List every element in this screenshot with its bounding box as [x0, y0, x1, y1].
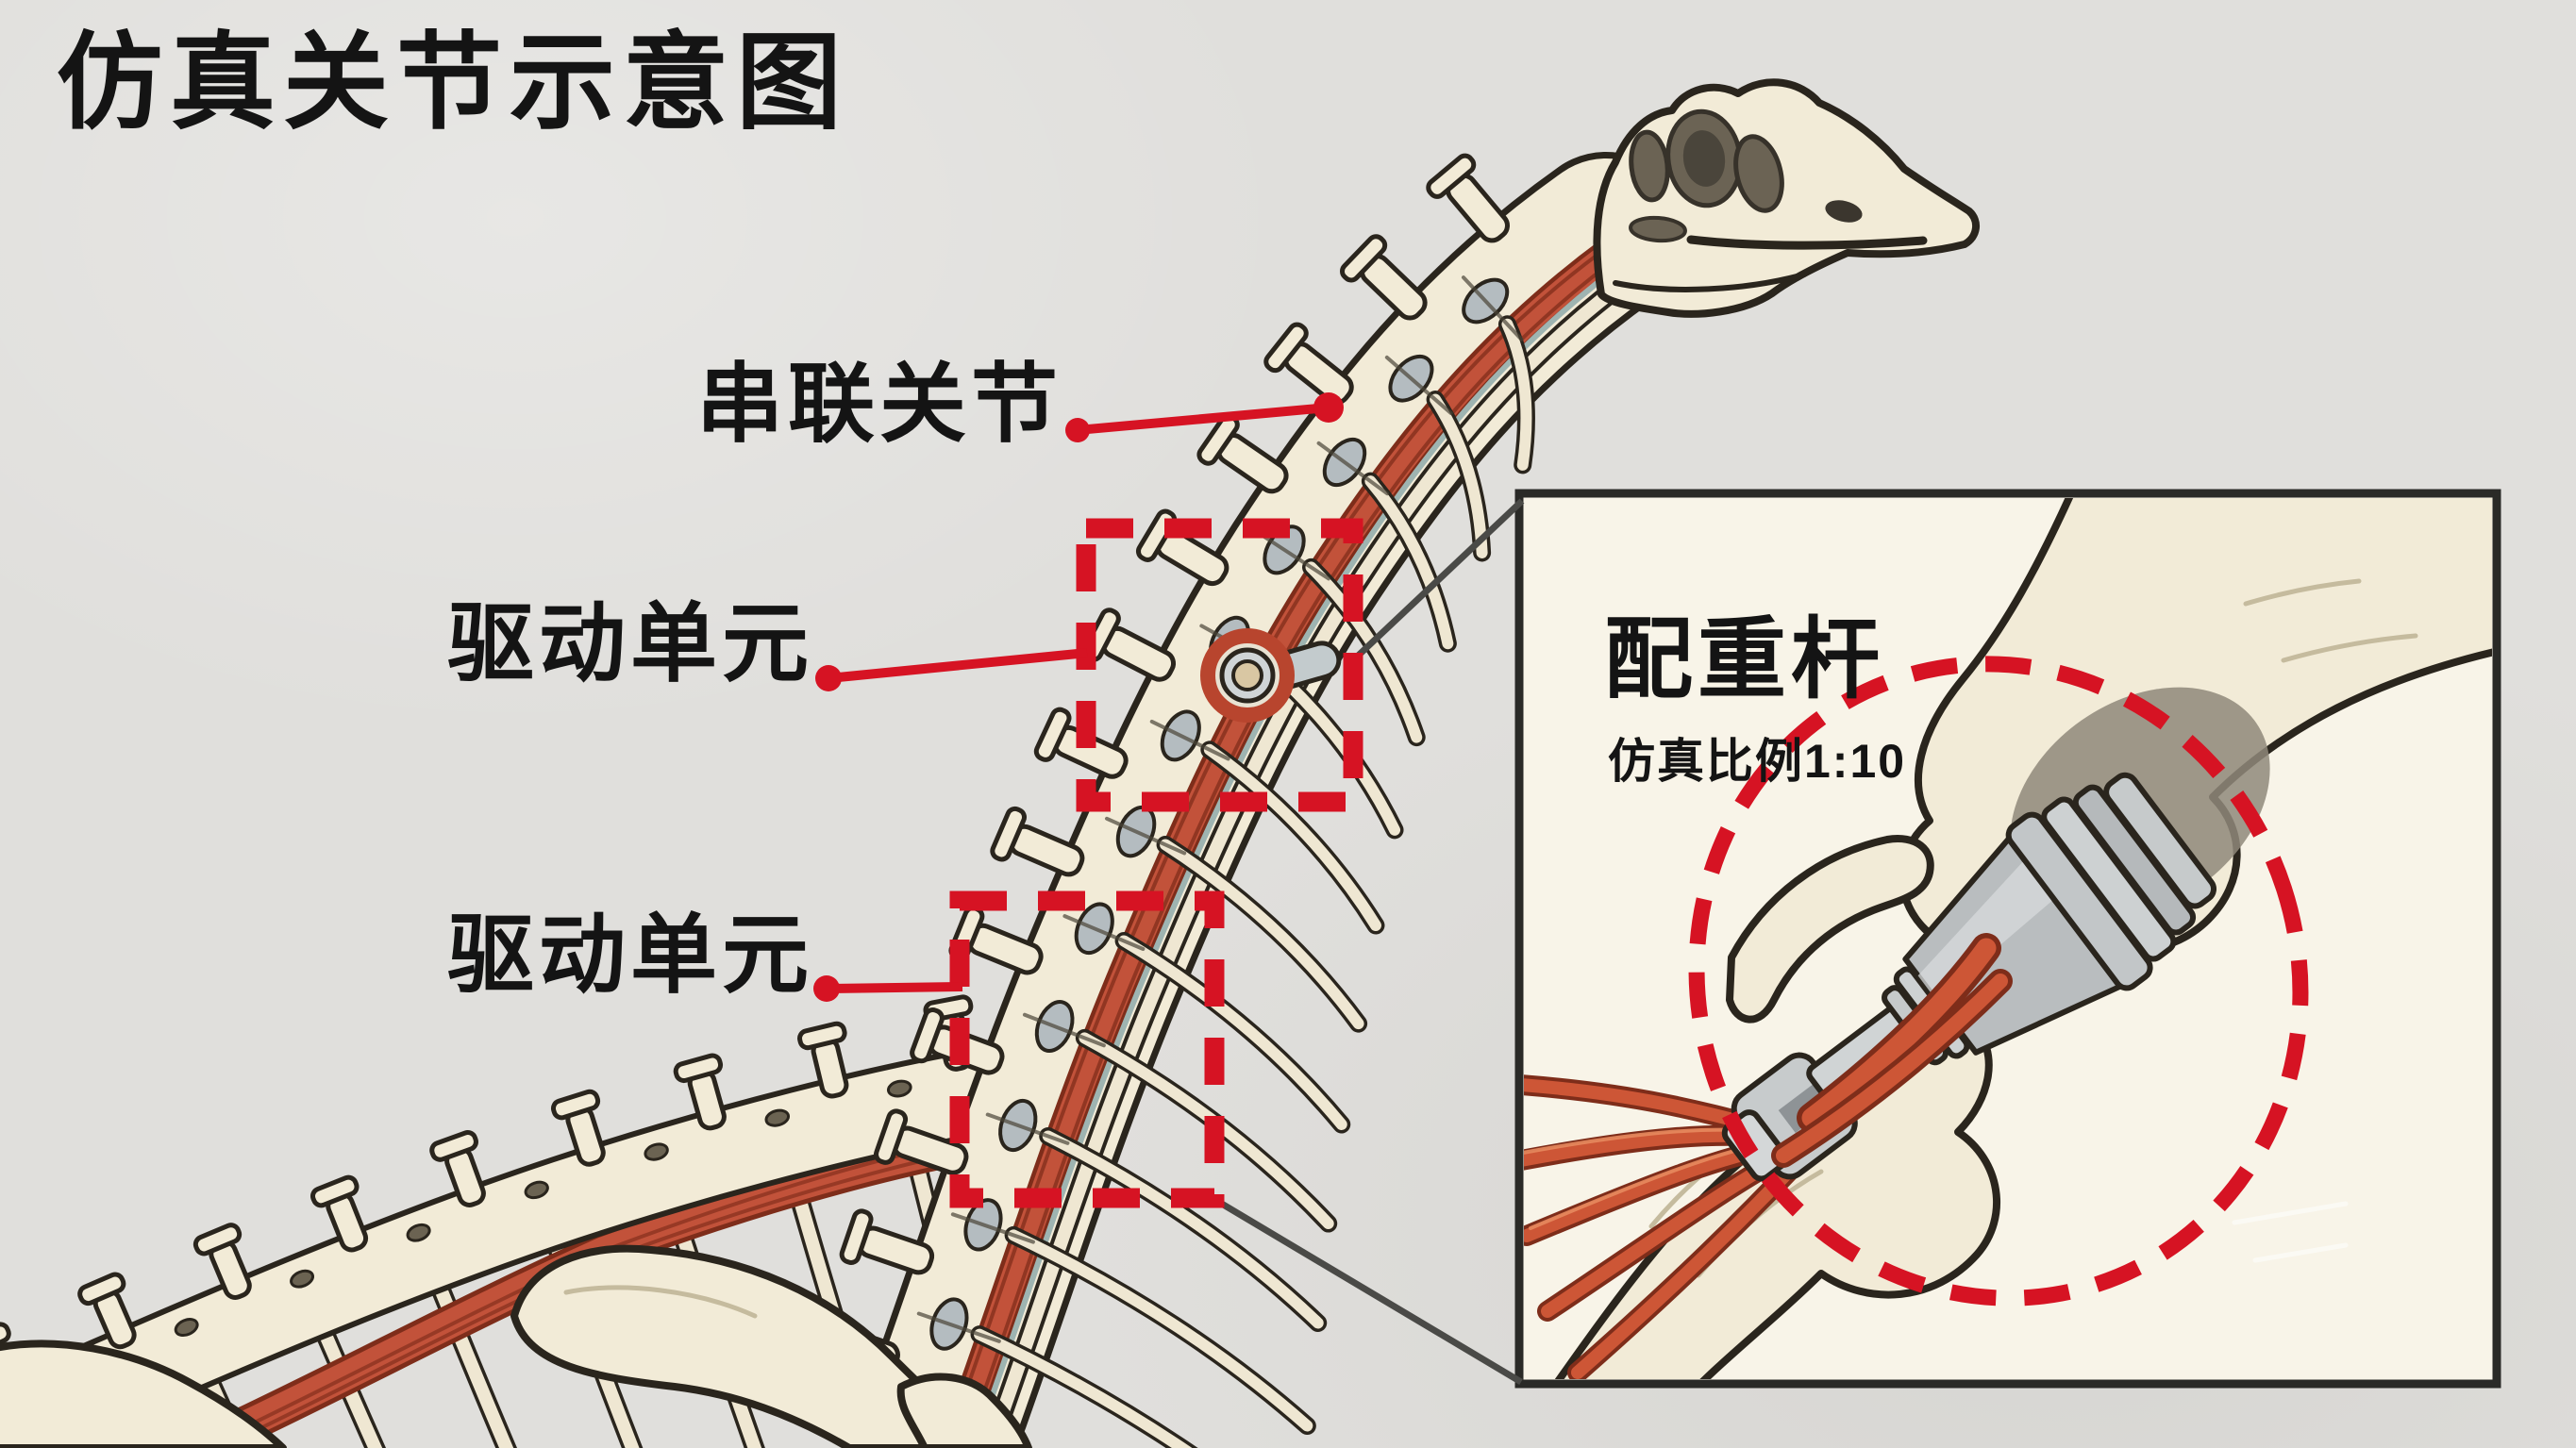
drive-unit-1-leader [815, 648, 1088, 691]
vertebra-spike [839, 1208, 935, 1275]
vertebra-spike [192, 1223, 252, 1300]
joint-highlight-dashed-circle [1688, 656, 2309, 1307]
connector-line-lower [1213, 1196, 1523, 1386]
vertebra-spike [1196, 413, 1289, 494]
humerus-bone [896, 1373, 1032, 1448]
page-title: 仿真关节示意图 [57, 24, 849, 141]
connector-line-upper [1350, 498, 1525, 663]
skull-fenestrae [1629, 108, 1863, 243]
vertebra-spike [673, 1053, 727, 1131]
skull-jaw-line [1686, 235, 1928, 250]
vertebra-spike [550, 1089, 606, 1167]
pelvis-bone [0, 1340, 287, 1448]
drive-unit-pulley [1200, 628, 1342, 723]
scapula-hatch [563, 1285, 758, 1319]
joint-capsule [644, 1142, 669, 1161]
inset-joint-illustration [1524, 498, 2492, 1379]
magnifier-connector-lines [1213, 498, 1525, 1386]
skull-mandible-line [1613, 272, 1807, 292]
inset-title: 配重杆 [1604, 609, 1885, 708]
inset-subtitle: 仿真比例1:10 [1608, 735, 1907, 788]
vertebra-spike [77, 1272, 137, 1350]
label-serial-joint: 串联关节 [696, 357, 1063, 453]
vertebra-spike [797, 1021, 849, 1099]
vertebra-spike [910, 1007, 1005, 1075]
joint-capsule [764, 1108, 791, 1127]
drive-unit-1-highlight-box [1076, 518, 1363, 812]
leader-target-dot [1313, 392, 1344, 423]
joint-capsule [886, 1079, 912, 1098]
joint-capsule [524, 1180, 549, 1200]
vertebra-spike [1263, 322, 1354, 406]
neck-skeleton [805, 152, 1688, 1448]
joint-capsule [174, 1318, 199, 1338]
drive-unit-2-leader [813, 975, 963, 1002]
serial-joint-leader [1065, 392, 1344, 442]
leader-dot [813, 975, 840, 1002]
vertebra-spike [1340, 234, 1428, 321]
leader-dot [815, 665, 842, 691]
vertebra-spike [1033, 707, 1129, 779]
inset-scratch-marks [2232, 1201, 2349, 1263]
drive-unit-2-highlight-box [949, 890, 1225, 1208]
inset-muscle-straps [1771, 933, 2013, 1168]
shoulder-and-limb-bones [0, 1244, 1032, 1448]
vertebra-spike [429, 1130, 486, 1207]
vertebra-spike [310, 1174, 369, 1253]
joint-capsule [406, 1223, 431, 1242]
vertebra-spike [874, 1108, 969, 1175]
leader-dot [1065, 418, 1090, 442]
label-drive-unit-1: 驱动单元 [447, 596, 814, 692]
joint-capsule [290, 1269, 315, 1289]
inset-left-condyle [1726, 835, 1934, 1024]
inset-panel [1514, 489, 2501, 1389]
vertebra-spike [1426, 153, 1510, 243]
vertebra-spike [990, 806, 1085, 877]
label-drive-unit-2: 驱动单元 [447, 907, 814, 1004]
skull [1593, 78, 1980, 318]
